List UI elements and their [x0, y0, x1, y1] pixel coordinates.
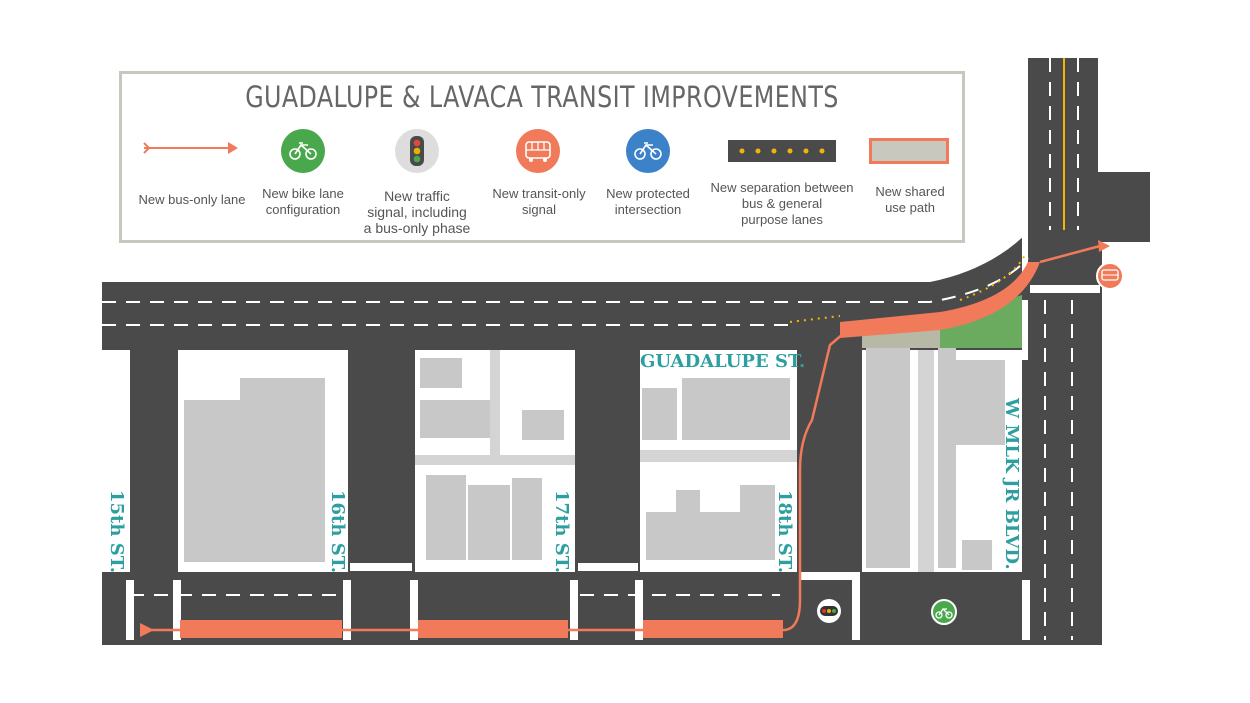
arrow-icon	[143, 142, 238, 154]
bicycle-icon-protected	[626, 129, 670, 173]
legend-label-bike-lane: New bike lane configuration	[262, 186, 344, 217]
buildings	[184, 348, 1005, 570]
bus-route	[140, 327, 851, 632]
bike-map-icon	[931, 599, 957, 625]
traffic-light-icon	[395, 129, 439, 173]
street-label-17th: 17th ST.	[551, 490, 572, 574]
legend-label-shared-path: New shared use path	[875, 184, 945, 215]
legend-title: GUADALUPE & LAVACA TRANSIT IMPROVEMENTS	[245, 80, 839, 114]
legend-label-transit-signal: New transit-only signal	[492, 186, 586, 217]
legend-label-protected-intersection: New protected intersection	[606, 186, 690, 217]
block-west	[102, 350, 130, 572]
dotted-separator-icon	[728, 140, 836, 162]
crosswalks	[126, 215, 1100, 640]
street-label-16th: 16th ST.	[327, 490, 348, 574]
route-start-arrow	[140, 623, 154, 637]
street-label-18th: 18th ST.	[774, 490, 795, 574]
bus-lane-guadalupe	[840, 262, 1040, 338]
bus-map-icon	[1096, 262, 1124, 290]
separation-dots	[789, 315, 841, 323]
legend-label-traffic-signal: New traffic signal, including a bus-only…	[363, 188, 471, 236]
street-label-mlk: W MLK JR BLVD.	[1001, 398, 1022, 570]
shared-path-icon	[869, 138, 949, 164]
street-label-guadalupe: GUADALUPE ST.	[640, 351, 806, 372]
street-label-15th: 15th ST.	[106, 490, 127, 574]
traffic-signal-map-icon	[817, 599, 841, 623]
bus-icon	[516, 129, 560, 173]
legend-label-separation: New separation between bus & general pur…	[710, 180, 854, 227]
legend-label-bus-lane: New bus-only lane	[138, 192, 246, 207]
bicycle-icon	[281, 129, 325, 173]
mlk-east-road	[1098, 172, 1150, 242]
legend: GUADALUPE & LAVACA TRANSIT IMPROVEMENTS …	[119, 71, 965, 243]
